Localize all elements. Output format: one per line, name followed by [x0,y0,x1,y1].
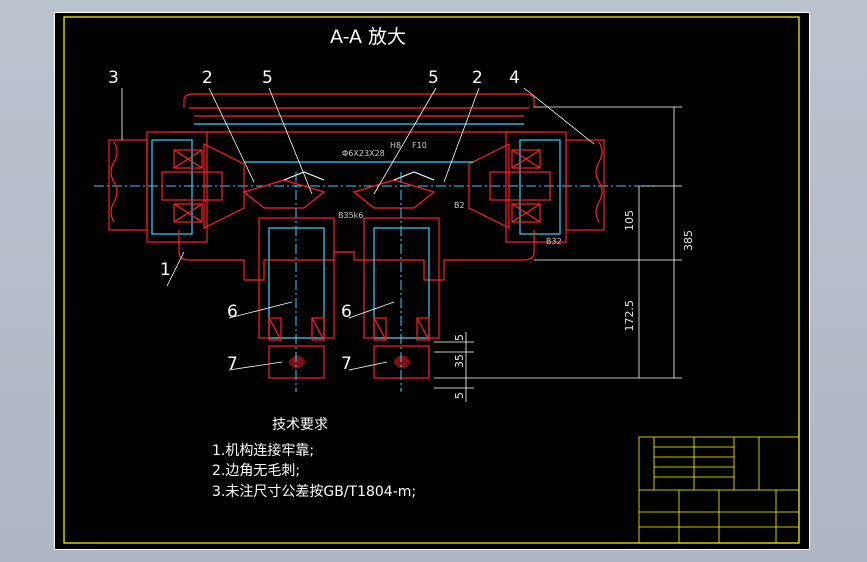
dimension-value: 105 [623,210,636,231]
callout-label: 7 [341,354,352,374]
fit-annotation: B35k6 [338,211,364,220]
inner-frame [63,16,800,544]
title-block [638,436,800,544]
view-title: A-A 放大 [330,26,407,48]
callout-label: 1 [160,260,171,280]
dimension-value: 385 [682,230,695,251]
left-hub [108,131,245,243]
outer-border [54,12,810,550]
callout-label: 4 [509,68,520,88]
dimension-value: 35 [453,354,466,368]
callout-label: 3 [108,68,119,88]
fit-annotation: H8 [390,141,402,150]
right-hub [468,131,605,243]
fit-annotation: F10 [412,141,427,150]
bevel-gears [242,161,474,209]
callout-label: 5 [428,68,439,88]
spline-annotation: Φ6X23X28 [342,149,385,158]
leader-lines [121,87,595,371]
cad-drawing [54,12,810,550]
callout-label: 7 [227,354,238,374]
dimension-value: 172.5 [623,300,636,332]
tech-requirement-item: 1.机构连接牢靠; [212,443,315,459]
tech-requirements-title: 技术要求 [272,417,328,433]
callout-label: 6 [341,302,352,322]
tech-requirement-item: 2.边角无毛刺; [212,463,301,479]
fit-annotation: B2 [454,201,465,210]
callout-label: 5 [262,68,273,88]
top-shaft-housing [174,93,544,133]
callout-label: 2 [202,68,213,88]
dimension-lines [434,106,682,402]
callout-label: 6 [227,302,238,322]
callout-label: 2 [472,68,483,88]
dimension-value: 5 [453,334,466,341]
fit-annotation: B32 [546,237,562,246]
tech-requirement-item: 3.未注尺寸公差按GB/T1804-m; [212,484,417,500]
dimension-value: 5 [453,392,466,399]
drawing-sheet: A-A 放大 3 2 5 5 2 4 1 6 6 7 7 385 105 172… [54,12,810,550]
